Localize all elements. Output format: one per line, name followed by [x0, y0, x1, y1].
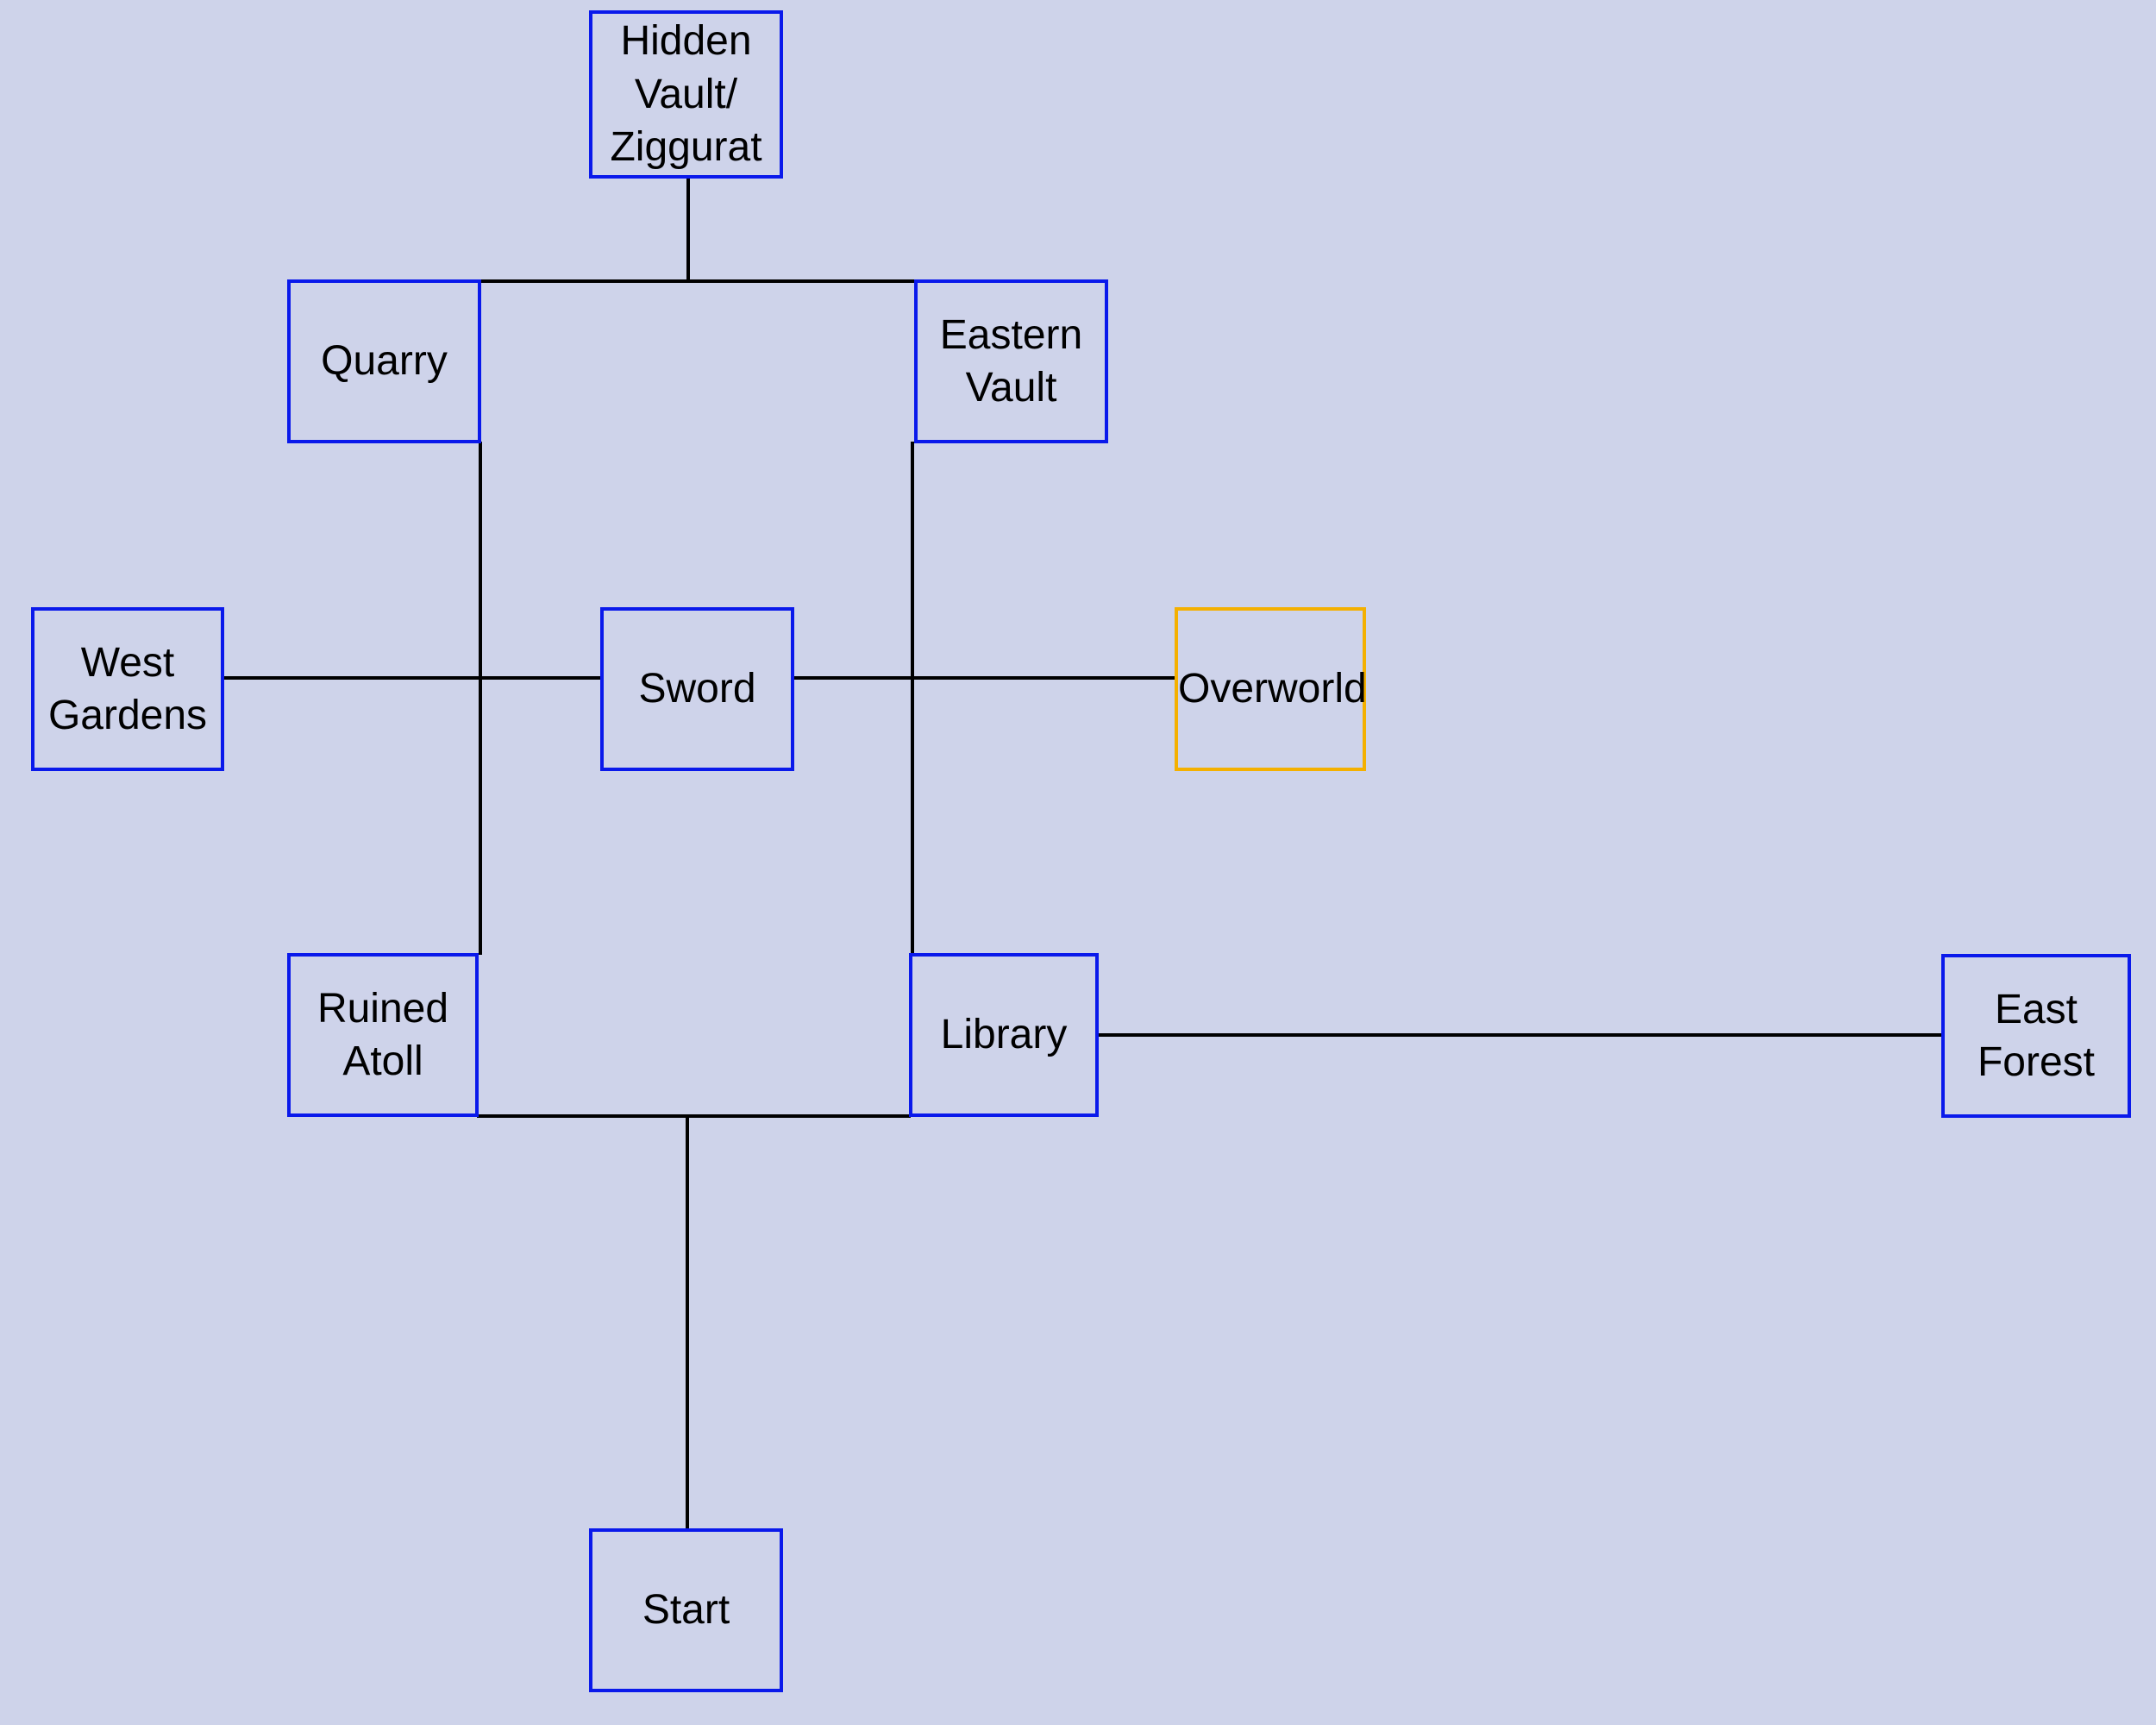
node-label-library: Library — [940, 1012, 1068, 1058]
node-start[interactable]: Start — [589, 1528, 783, 1692]
node-label-quarry: Quarry — [321, 338, 448, 385]
node-quarry[interactable]: Quarry — [287, 279, 481, 443]
node-sword[interactable]: Sword — [600, 607, 794, 771]
node-label-overworld: Overworld — [1178, 666, 1367, 712]
node-label-sword: Sword — [638, 666, 756, 712]
node-library[interactable]: Library — [909, 953, 1099, 1117]
node-label-start: Start — [642, 1587, 730, 1634]
node-overworld[interactable]: Overworld — [1175, 607, 1367, 771]
